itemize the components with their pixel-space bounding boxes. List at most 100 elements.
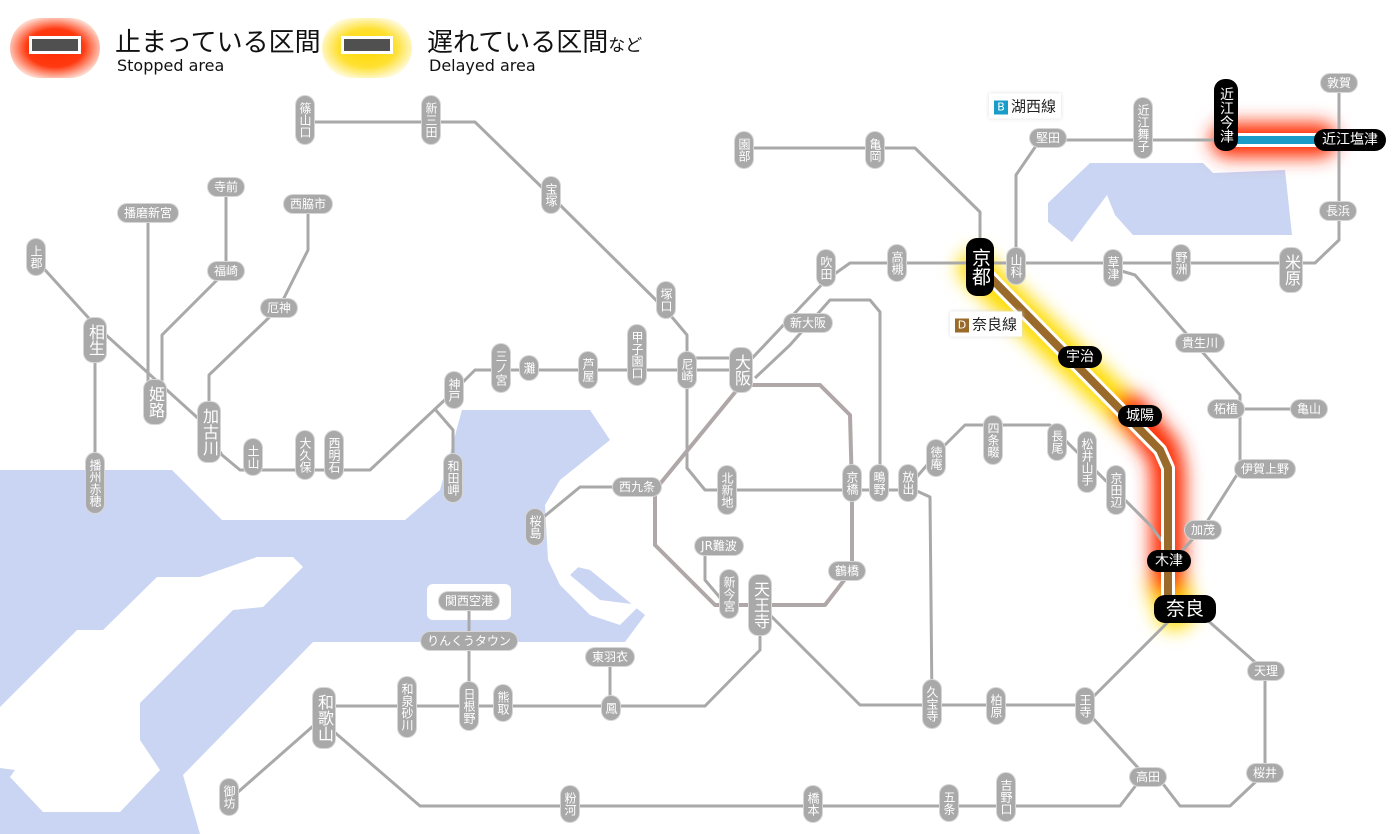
station-label: 吹田 — [817, 250, 835, 286]
line-kisei[interactable] — [228, 718, 321, 802]
line-osaka-higashi[interactable] — [753, 298, 882, 487]
station-label: 園部 — [735, 132, 753, 168]
station-label: 播磨新宮 — [117, 204, 179, 222]
line-kyoto[interactable] — [739, 261, 1291, 372]
station-label: JR難波 — [695, 537, 743, 555]
line-oji-takada[interactable] — [1088, 713, 1142, 772]
station-label: 御坊 — [220, 779, 238, 815]
line-sagano[interactable] — [744, 146, 982, 245]
station-label: 上郡 — [27, 239, 45, 275]
station-label: 京田辺 — [1107, 466, 1125, 514]
line-kosei[interactable] — [1014, 138, 1226, 266]
line-yamatoji-namba[interactable] — [703, 546, 724, 601]
station-label-affected: 近江今津 — [1214, 79, 1238, 151]
station-label: 堅田 — [1029, 129, 1067, 147]
legend-delayed-ja: 遅れている区間など — [427, 22, 642, 59]
station-label-affected: 近江塩津 — [1314, 129, 1386, 151]
station-label: 山科 — [1007, 248, 1025, 284]
station-label: りんくうタウン — [421, 632, 517, 650]
station-label: 高槻 — [888, 245, 906, 281]
water — [0, 163, 1292, 834]
osaka-bay — [0, 410, 645, 834]
station-label: 加古川 — [198, 402, 220, 462]
station-label: 天理 — [1247, 662, 1285, 680]
station-label: 放出 — [899, 465, 917, 501]
station-label: 柘植 — [1207, 400, 1245, 418]
station-label: 敦賀 — [1320, 74, 1358, 92]
station-label: 長尾 — [1048, 424, 1066, 460]
station-label: 芦屋 — [579, 352, 597, 388]
station-label: 塚口 — [657, 282, 675, 318]
station-label: 久宝寺 — [923, 680, 941, 728]
station-label: 鴫野 — [870, 465, 888, 501]
station-label: 草津 — [1104, 250, 1122, 286]
station-label: 三ノ宮 — [492, 344, 510, 392]
station-label: 北新地 — [718, 466, 736, 514]
station-label: 関西空港 — [438, 592, 500, 610]
line-yamatoji[interactable] — [768, 613, 1172, 707]
line-gakkentoshi[interactable] — [906, 423, 1167, 546]
legend-delayed-ja-text: 遅れている区間 — [427, 28, 609, 58]
station-label: 柏原 — [987, 688, 1005, 724]
station-label: 寺前 — [207, 178, 245, 196]
station-label: 東羽衣 — [585, 648, 635, 666]
station-label: 姫路 — [144, 380, 166, 424]
station-label: 宝塚 — [542, 177, 560, 213]
line-badge-d: D — [954, 318, 969, 333]
line-bantan[interactable] — [160, 190, 228, 395]
station-label: 神戸 — [445, 372, 463, 408]
line-osaka-loop[interactable] — [653, 383, 854, 607]
station-label: 鶴橋 — [828, 562, 866, 580]
station-label: 日根野 — [460, 682, 478, 730]
station-label: 長浜 — [1319, 202, 1357, 220]
nara-line-name: 奈良線 — [971, 315, 1018, 334]
station-label: 王寺 — [1076, 688, 1094, 724]
line-badge-b: B — [993, 100, 1008, 115]
station-label-affected: 宇治 — [1058, 346, 1102, 368]
station-label: 和歌山 — [313, 688, 335, 748]
station-label-affected: 木津 — [1147, 550, 1191, 572]
station-label: 米原 — [1280, 248, 1302, 292]
station-label: 大阪 — [730, 348, 752, 392]
station-label: 尼崎 — [678, 352, 696, 388]
station-label: 鳳 — [602, 696, 620, 720]
delayed-line-swatch — [341, 36, 393, 54]
lake-biwa — [1048, 163, 1292, 242]
station-label: 亀山 — [1290, 400, 1328, 418]
station-label: 西脇市 — [283, 195, 333, 213]
stopped-line-swatch — [29, 36, 81, 54]
station-label: 西明石 — [325, 431, 343, 479]
station-label: 京橋 — [843, 465, 861, 501]
station-label: 伊賀上野 — [1234, 460, 1296, 478]
legend-stopped-ja: 止まっている区間 — [115, 28, 321, 58]
line-kusatsu[interactable] — [1117, 268, 1242, 529]
station-label-affected: 奈良 — [1153, 595, 1217, 623]
line-osaka-higashi-south[interactable] — [907, 485, 934, 705]
line-kobe[interactable] — [34, 258, 741, 472]
station-label: 桜島 — [526, 509, 544, 545]
legend-delayed-en: Delayed area — [429, 56, 536, 75]
station-label: 土山 — [244, 439, 262, 475]
line-fukuchiyama[interactable] — [305, 120, 908, 492]
station-label: 高田 — [1129, 768, 1167, 786]
legend-stopped-en: Stopped area — [117, 56, 225, 75]
line-hokuriku[interactable] — [1291, 83, 1341, 265]
port-island — [548, 548, 640, 625]
station-label: 相生 — [84, 318, 106, 362]
station-label: 徳庵 — [927, 440, 945, 476]
station-label: 松井山手 — [1078, 432, 1096, 492]
station-label: 四条畷 — [984, 416, 1002, 464]
station-label: 橋本 — [804, 786, 822, 822]
legend-delayed: 遅れている区間など Delayed area — [322, 18, 662, 78]
awaji-island — [0, 557, 303, 812]
station-label: 天王寺 — [749, 575, 771, 635]
station-label: 和田岬 — [444, 454, 462, 502]
station-label-affected: 京都 — [966, 238, 994, 296]
line-wakayama[interactable] — [331, 728, 1142, 808]
legend-delayed-suffix: など — [608, 36, 643, 56]
kosei-line-name: 湖西線 — [1010, 97, 1057, 116]
station-label: 熊取 — [494, 685, 512, 721]
station-label-affected: 城陽 — [1118, 405, 1162, 427]
